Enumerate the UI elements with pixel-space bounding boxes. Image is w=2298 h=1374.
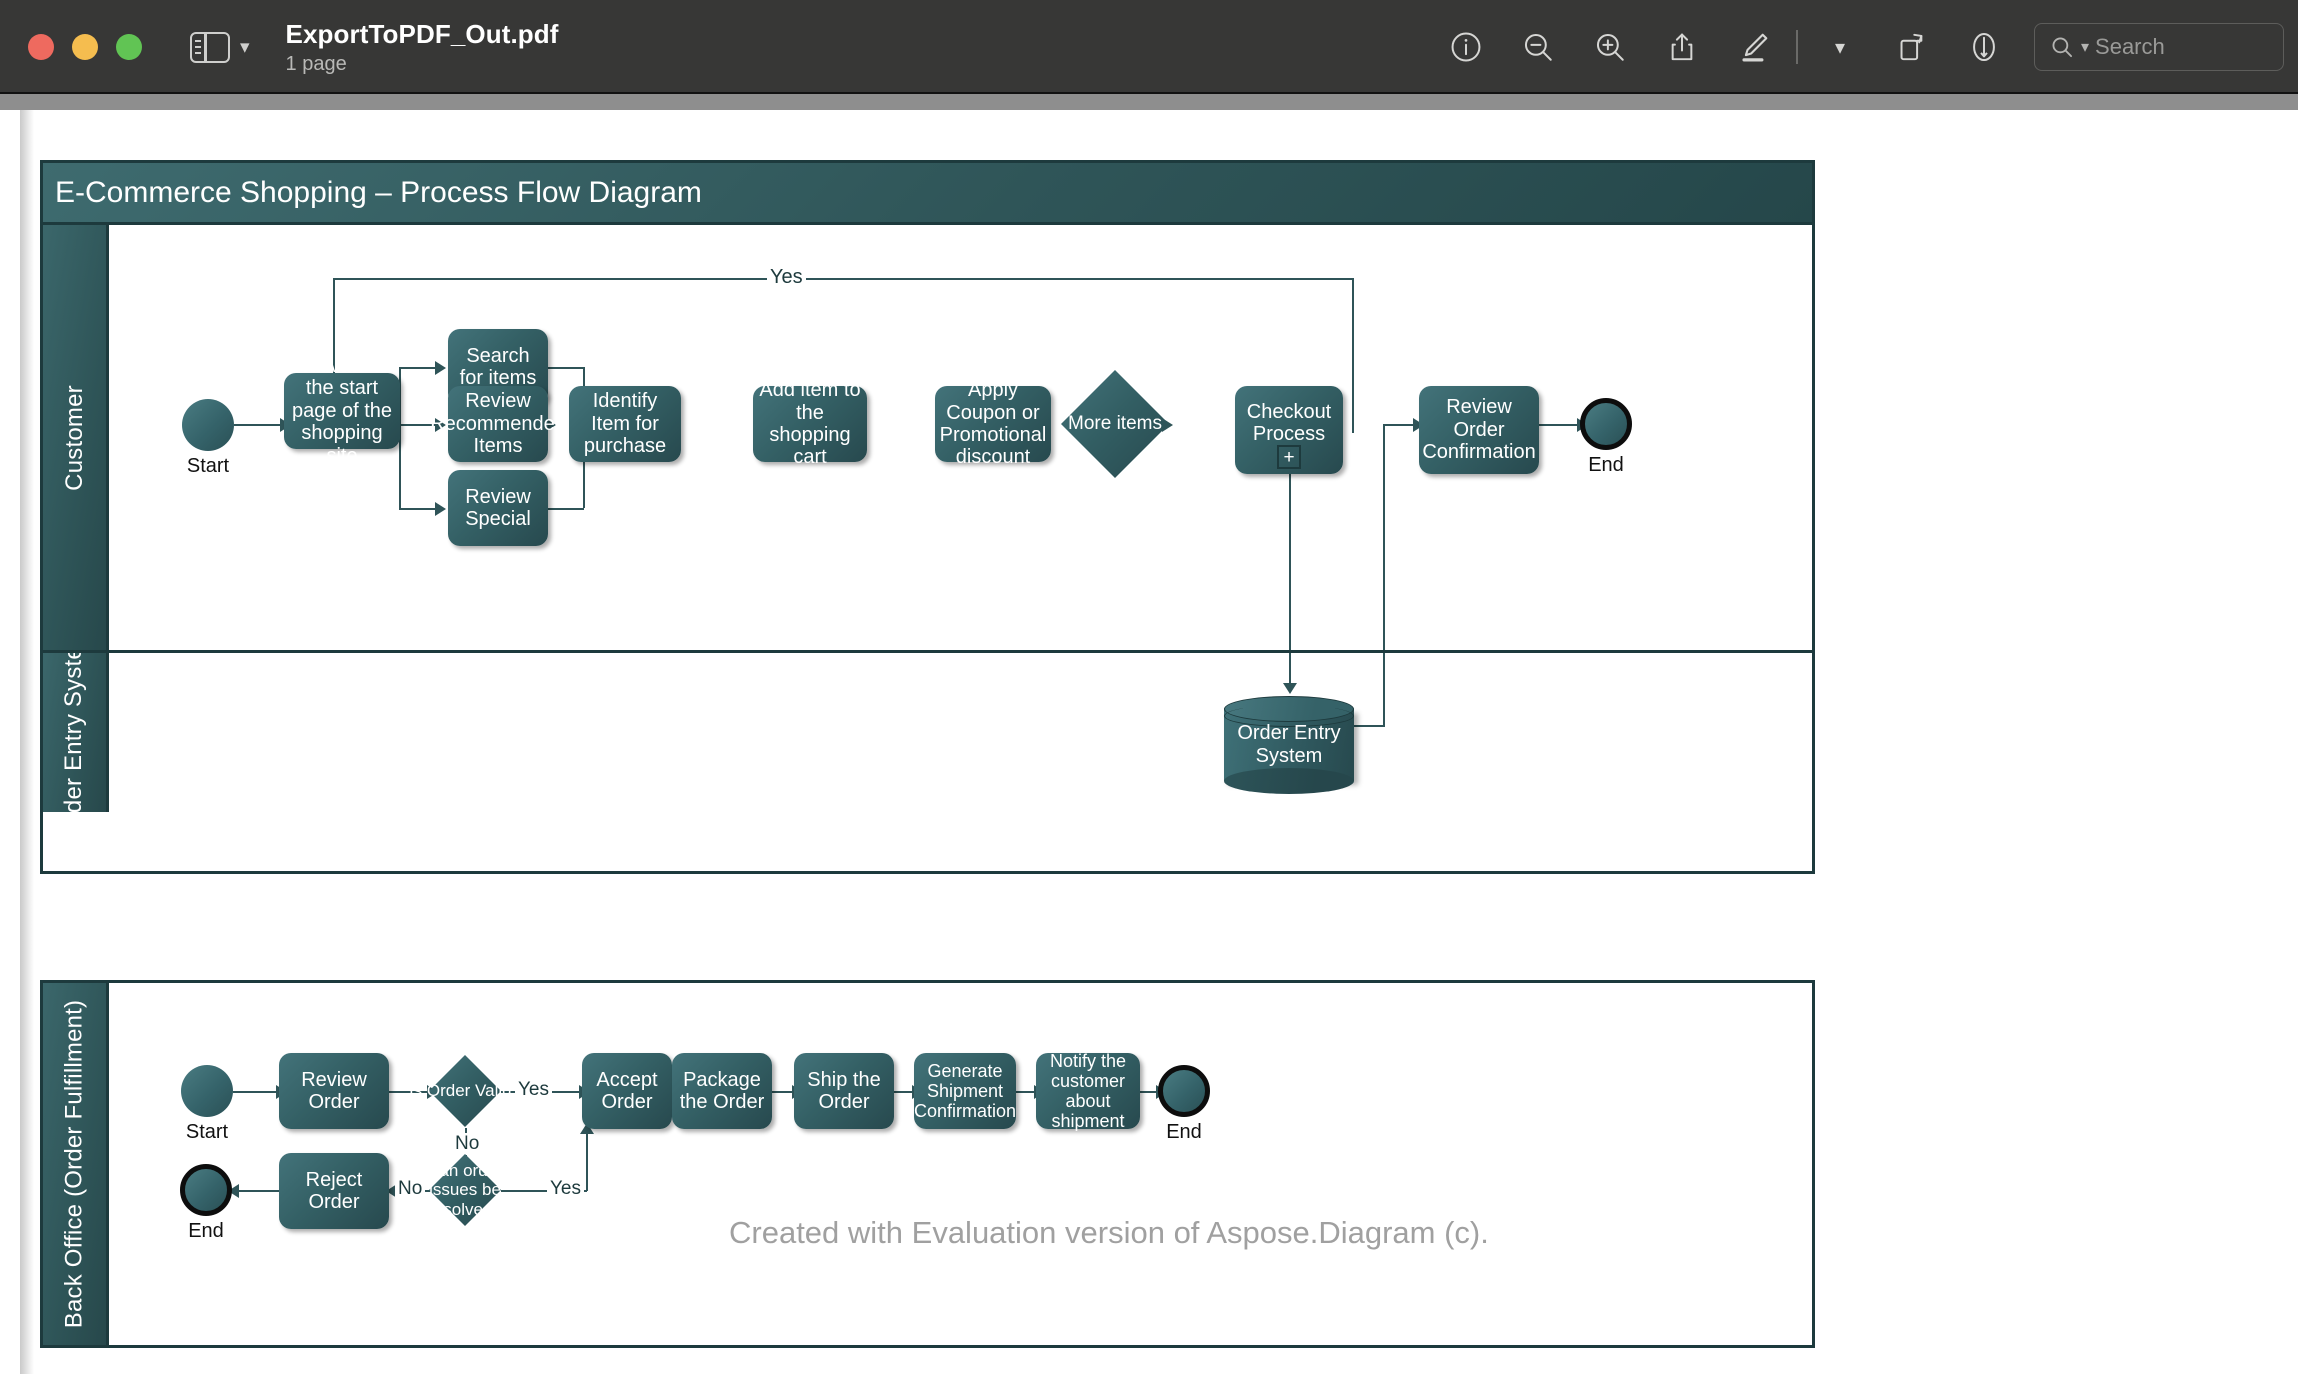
toolbar-shadow-band xyxy=(0,94,2298,110)
shape-datastore-order-entry[interactable]: Order Entry System xyxy=(1224,696,1354,794)
edge-label-no-resolve: No xyxy=(395,1178,426,1200)
search-placeholder: Search xyxy=(2095,34,2165,59)
shape-label-checkout: Checkout Process xyxy=(1246,400,1332,445)
lane-backoffice: Back Office (Order Fulfillment) Yes No xyxy=(43,983,1812,1345)
shape-label-start-backoffice: Start xyxy=(185,1121,229,1143)
lane-customer: Customer xyxy=(43,225,1812,654)
shape-end-event-customer: End xyxy=(1580,398,1632,476)
shape-task-review-confirmation[interactable]: Review Order Confirmation xyxy=(1419,386,1539,474)
lane-label-order-entry-text: Order Entry System xyxy=(60,653,88,812)
rotate-icon[interactable] xyxy=(1876,0,1948,94)
shape-task-review-recommended[interactable]: Review Recommended Items xyxy=(430,386,566,462)
lane-body-customer: Yes Start Nativate to the start page of … xyxy=(109,225,1812,654)
lane-label-backoffice: Back Office (Order Fulfillment) xyxy=(43,983,109,1345)
search-input[interactable]: ▾ Search xyxy=(2034,23,2284,71)
annotate-icon[interactable] xyxy=(1948,0,2020,94)
shape-task-add-to-cart[interactable]: Add item to the shopping cart xyxy=(753,379,867,468)
toolbar: ▾ ▾ Search xyxy=(1430,0,2298,94)
edge-label-no-order-valid: No xyxy=(452,1133,483,1155)
lane-label-order-entry: Order Entry System xyxy=(43,653,109,812)
pool-backoffice: Back Office (Order Fulfillment) Yes No xyxy=(40,980,1815,1348)
shape-label-more-items: More items xyxy=(1068,413,1162,435)
sidebar-icon xyxy=(190,31,230,63)
close-button-icon[interactable] xyxy=(28,34,54,60)
minimize-button-icon[interactable] xyxy=(72,34,98,60)
toolbar-divider xyxy=(1796,30,1798,64)
shape-task-apply-coupon[interactable]: Apply Coupon or Promotional discount xyxy=(935,379,1051,468)
shape-task-generate-confirmation[interactable]: Generate Shipment Confirmation xyxy=(914,1053,1016,1129)
shape-end-event-reject: End xyxy=(180,1164,232,1242)
zoom-button-icon[interactable] xyxy=(116,34,142,60)
traffic-lights xyxy=(28,34,142,60)
window-titlebar: ▾ ExportToPDF_Out.pdf 1 page xyxy=(0,0,2298,94)
shape-task-package-order[interactable]: Package the Order xyxy=(672,1053,772,1129)
shape-label-order-entry-db: Order Entry System xyxy=(1237,722,1341,767)
lane-order-entry: Order Entry System Order Entry System xyxy=(43,650,1812,812)
edge-label-yes-resolve: Yes xyxy=(547,1178,584,1200)
shape-task-reject-order[interactable]: Reject Order xyxy=(279,1153,389,1229)
edge-label-yes-more-items: Yes xyxy=(767,266,806,289)
zoom-in-icon[interactable] xyxy=(1574,0,1646,94)
page-edge-shadow xyxy=(20,110,34,1374)
chevron-down-icon[interactable]: ▾ xyxy=(240,36,250,58)
shape-label-end-reject: End xyxy=(188,1220,224,1242)
shape-task-navigate[interactable]: Nativate to the start page of the shoppi… xyxy=(284,355,400,467)
document-title-block: ExportToPDF_Out.pdf 1 page xyxy=(286,19,559,76)
page-count: 1 page xyxy=(285,52,347,75)
shape-task-notify-customer[interactable]: Notify the customer about shipment xyxy=(1036,1051,1140,1131)
evaluation-watermark: Created with Evaluation version of Aspos… xyxy=(729,1215,1489,1250)
lane-label-customer: Customer xyxy=(43,225,109,650)
shape-start-event-backoffice: Start xyxy=(181,1065,233,1143)
info-icon[interactable] xyxy=(1430,0,1502,94)
diagram-title: E-Commerce Shopping – Process Flow Diagr… xyxy=(43,163,1812,225)
shape-label-can-resolve: Can order issues be resolved? xyxy=(427,1161,503,1219)
search-icon xyxy=(2052,37,2073,58)
sidebar-toggle-button[interactable]: ▾ xyxy=(190,31,250,63)
share-icon[interactable] xyxy=(1646,0,1718,94)
shape-label-end-backoffice: End xyxy=(1166,1121,1202,1143)
subprocess-expand-icon[interactable]: + xyxy=(1277,445,1301,469)
shape-end-event-backoffice: End xyxy=(1158,1065,1210,1143)
shape-task-ship-order[interactable]: Ship the Order xyxy=(794,1053,894,1129)
shape-gateway-order-valid[interactable]: Is Order Valid? xyxy=(409,1055,521,1127)
markup-chevron-icon[interactable]: ▾ xyxy=(1834,36,1846,59)
lane-label-backoffice-text: Back Office (Order Fulfillment) xyxy=(60,999,88,1329)
markup-icon[interactable] xyxy=(1718,0,1790,94)
edge-label-yes-order-valid: Yes xyxy=(515,1079,552,1101)
shape-label-start: Start xyxy=(186,455,230,477)
shape-task-identify-item[interactable]: Identify Item for purchase xyxy=(569,386,681,462)
shape-start-event-customer: Start xyxy=(182,399,234,477)
shape-label-end: End xyxy=(1588,454,1624,476)
search-chevron-icon[interactable]: ▾ xyxy=(2081,39,2090,56)
lane-body-backoffice: Yes No xyxy=(109,983,1812,1345)
pdf-page-canvas: E-Commerce Shopping – Process Flow Diagr… xyxy=(0,110,2298,1374)
shape-gateway-more-items[interactable]: More items xyxy=(1061,370,1169,478)
page-title: ExportToPDF_Out.pdf xyxy=(285,18,559,49)
zoom-out-icon[interactable] xyxy=(1502,0,1574,94)
lane-body-order-entry: Order Entry System xyxy=(109,653,1812,812)
shape-label-order-valid: Is Order Valid? xyxy=(408,1081,522,1101)
lane-label-customer-text: Customer xyxy=(60,384,88,491)
shape-task-accept-order[interactable]: Accept Order xyxy=(582,1053,672,1129)
shape-task-review-special[interactable]: Review Special xyxy=(448,470,548,546)
pool-ecommerce: E-Commerce Shopping – Process Flow Diagr… xyxy=(40,160,1815,874)
shape-gateway-can-resolve[interactable]: Can order issues be resolved? xyxy=(427,1154,503,1226)
shape-task-review-order[interactable]: Review Order xyxy=(279,1053,389,1129)
shape-subprocess-checkout[interactable]: Checkout Process + xyxy=(1235,386,1343,474)
